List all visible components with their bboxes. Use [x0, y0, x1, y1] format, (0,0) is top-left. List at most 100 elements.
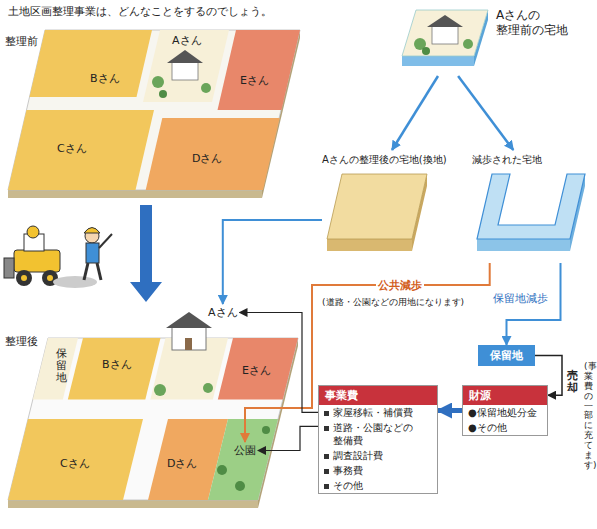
map-before [8, 30, 300, 198]
parcel-label: Dさん [165, 455, 199, 472]
illustration-shape [152, 76, 164, 88]
edge-label: 公共減歩 [376, 278, 424, 293]
lot-heading: 減歩された宅地 [472, 150, 590, 169]
node-text: 保留地 [490, 348, 523, 363]
illustration-shape [235, 481, 245, 491]
connector [245, 263, 490, 442]
list-row: 家屋移転・補償費 [319, 405, 437, 420]
reduced-lot [472, 169, 590, 259]
illustration-shape [463, 39, 473, 49]
note-label: (道路・公園などの用地になります) [322, 296, 464, 309]
note-label: 整理後 [5, 334, 38, 349]
bullet [324, 469, 329, 474]
node-text: 公園 [234, 443, 256, 458]
page-title: 土地区画整理事業は、どんなことをするのでしょう。 [8, 4, 272, 19]
illustration-shape [8, 190, 262, 198]
bullet [324, 484, 329, 489]
illustration-shape [166, 312, 212, 328]
illustration-shape [146, 118, 280, 190]
cost-box: 事業費家屋移転・補償費道路・公園などの 整備費調査設計費事務費その他 [318, 385, 438, 494]
illustration-shape [427, 15, 463, 27]
node-text: Aさん [172, 33, 202, 48]
illustration-shape [203, 383, 213, 393]
parcel-label: Bさん [100, 356, 134, 373]
list-item: 事務費 [333, 464, 363, 477]
list-item: ●保留地処分金 [468, 406, 537, 419]
park-label: 公園 [232, 442, 258, 459]
illustration-shape [327, 174, 427, 239]
illustration-shape [432, 26, 458, 44]
illustration-shape [218, 338, 298, 400]
list-item: 調査設計費 [333, 449, 383, 462]
lot-after: Aさんの整理後の宅地(換地) [322, 150, 462, 263]
list-item: その他 [333, 479, 363, 492]
parcel-label: Dさん [190, 150, 224, 167]
illustration-shape [30, 30, 153, 97]
illustration-shape [201, 83, 211, 93]
illustration-shape [16, 270, 32, 286]
illustration-shape [53, 276, 97, 288]
illustration-shape [185, 338, 192, 350]
replotted-lot [322, 169, 432, 259]
parcel-label: Cさん [58, 455, 92, 472]
illustration-shape [27, 226, 39, 238]
node-text: Cさん [57, 141, 87, 156]
parcel-label: Aさん [206, 304, 240, 321]
illustration-shape [167, 50, 203, 63]
parcel-label: Eさん [240, 362, 273, 379]
connector [458, 76, 513, 150]
note-label: (事業費の一部に充てます) [584, 362, 593, 471]
lot-illustration [398, 4, 490, 76]
illustration-shape [8, 419, 143, 500]
box-header: 事業費 [319, 386, 437, 405]
list-item: ●その他 [468, 421, 507, 434]
lot-reduced: 減歩された宅地 [472, 150, 590, 263]
illustration-shape [68, 338, 161, 400]
node-text: Eさん [240, 73, 269, 88]
reserve-box: 保留地 [478, 345, 535, 366]
bullet [324, 426, 329, 431]
node-text: Eさん [242, 363, 271, 378]
funding-box: 財源●保留地処分金 ●その他 [462, 385, 548, 436]
illustration-shape [21, 275, 27, 281]
map-after [8, 312, 298, 508]
list-row: ●その他 [463, 420, 547, 435]
illustration-shape [47, 275, 53, 281]
illustration-shape [14, 250, 60, 272]
connector [438, 408, 462, 413]
node-text: Dさん [192, 151, 222, 166]
bulldozer [4, 226, 112, 288]
illustration-shape [217, 465, 227, 475]
illustration-shape [8, 338, 298, 500]
node-text: Bさん [90, 71, 120, 86]
list-row: 調査設計費 [319, 448, 437, 463]
illustration-shape [402, 56, 474, 66]
bullet [324, 454, 329, 459]
illustration-shape [84, 263, 88, 280]
illustration-shape [422, 47, 430, 55]
reserve-strip: 保留地 [56, 347, 67, 385]
illustration-shape [97, 263, 101, 280]
list-row: 事務費 [319, 463, 437, 478]
illustration-shape [159, 90, 167, 98]
box-header: 財源 [463, 386, 547, 405]
connector [392, 76, 438, 150]
parcel-label: Bさん [88, 70, 122, 87]
illustration-shape [150, 338, 228, 400]
edge-label: 売却 [567, 368, 578, 396]
list-row: 道路・公園などの 整備費 [319, 420, 437, 448]
lot-heading: Aさんの整理後の宅地(換地) [322, 150, 462, 169]
parcel-label: Cさん [55, 140, 89, 157]
list-row: ●保留地処分金 [463, 405, 547, 420]
list-row: その他 [319, 478, 437, 493]
illustration-shape [86, 243, 99, 263]
list-item: 道路・公園などの 整備費 [333, 421, 432, 447]
node-text: Cさん [60, 456, 90, 471]
list-item: 家屋移転・補償費 [333, 406, 413, 419]
node-text: Dさん [167, 456, 197, 471]
illustration-shape [172, 62, 198, 80]
illustration-shape [84, 228, 100, 234]
illustration-shape [477, 174, 585, 239]
